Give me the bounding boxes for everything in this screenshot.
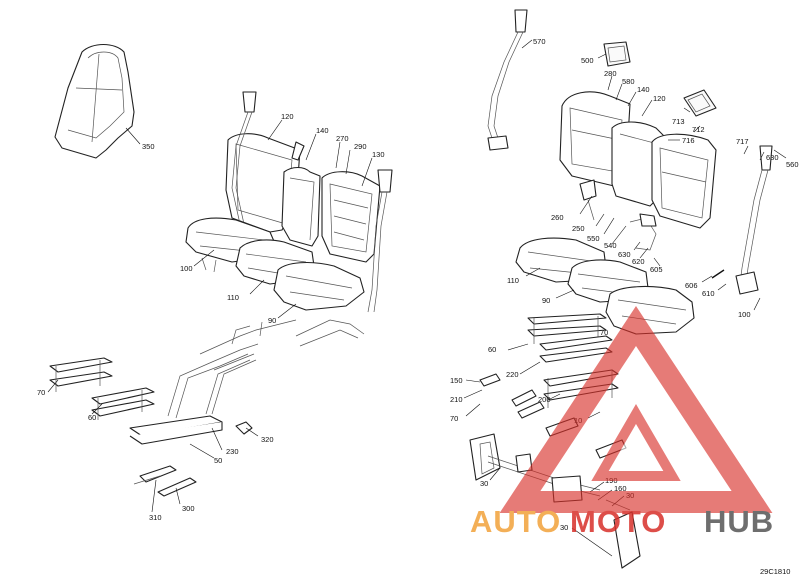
callout-712: 716 — [682, 136, 695, 145]
callout-290: 290 — [354, 142, 367, 151]
headrest-plate-712 — [683, 89, 717, 117]
callout-220: 150 — [450, 376, 463, 385]
belt-570 — [487, 9, 528, 151]
callout-630-b: 620 — [632, 257, 645, 266]
callout-320: 320 — [261, 435, 274, 444]
callout-610: 100 — [738, 310, 751, 319]
left-slide-rails — [49, 357, 155, 420]
latch-and-tube — [133, 465, 197, 497]
callout-717: 630 — [766, 153, 779, 162]
callout-620: 605 — [650, 265, 663, 274]
callout-70: 70 — [37, 388, 45, 397]
watermark-logo: AUTO MOTO HUB — [470, 306, 774, 539]
callout-570: 570 — [533, 37, 546, 46]
callout-716: 717 — [736, 137, 749, 146]
warning-triangle-icon — [499, 306, 773, 513]
callout-560: 260 — [551, 213, 564, 222]
callout-120-right-b: 712 — [692, 125, 705, 134]
callout-70-right: 60 — [488, 345, 496, 354]
callout-140-right: 120 — [653, 94, 666, 103]
belt-717 — [735, 145, 773, 295]
right-backrest — [559, 91, 717, 229]
bracket-320 — [235, 421, 253, 435]
callout-110: 110 — [227, 293, 239, 302]
left-backrest — [225, 133, 381, 263]
left-seat-cushions — [185, 217, 365, 311]
callout-540: 630 — [618, 250, 631, 259]
callout-630: 560 — [786, 160, 799, 169]
callout-605: 606 — [685, 281, 698, 290]
callout-130: 130 — [372, 150, 385, 159]
callout-60-right: 220 — [506, 370, 519, 379]
callout-90: 90 — [268, 316, 276, 325]
callout-230: 230 — [226, 447, 239, 456]
callout-120: 120 — [281, 112, 294, 121]
callout-70-right-b: 200 — [538, 395, 551, 404]
callout-260: 250 — [572, 224, 585, 233]
right-leader-lines — [463, 39, 787, 557]
callout-310: 310 — [149, 513, 162, 522]
watermark-hub: HUB — [704, 504, 774, 539]
buckle-560 — [579, 179, 597, 201]
high-back-cushion — [54, 43, 135, 159]
headrest-plate-500 — [603, 41, 631, 67]
rear-brace — [295, 319, 365, 347]
drawing-code: 29C1810 — [760, 567, 790, 576]
callout-350: 350 — [142, 142, 155, 151]
left-leader-lines — [47, 119, 373, 513]
callout-270: 270 — [336, 134, 349, 143]
watermark-moto: MOTO — [570, 504, 666, 539]
callout-60: 60 — [88, 413, 96, 422]
callout-250: 550 — [587, 234, 600, 243]
callout-100-right: 110 — [507, 276, 519, 285]
callout-280: 280 — [604, 69, 617, 78]
left-seat-belts — [231, 91, 393, 313]
callout-500: 500 — [581, 56, 594, 65]
callout-100: 100 — [180, 264, 193, 273]
callout-550: 540 — [604, 241, 617, 250]
callout-300: 300 — [182, 504, 195, 513]
callout-713: 713 — [672, 117, 685, 126]
callout-210: 70 — [450, 414, 458, 423]
callout-10: 30 — [480, 479, 488, 488]
callout-140: 140 — [316, 126, 329, 135]
left-base-frame — [129, 319, 297, 445]
callout-120-right: 580 — [622, 77, 635, 86]
callout-190: 160 — [614, 484, 627, 493]
callout-150: 210 — [450, 395, 463, 404]
watermark-auto: AUTO — [470, 504, 561, 539]
callout-30-b: 30 — [560, 523, 568, 532]
callout-90-right: 70 — [600, 328, 608, 337]
left-callout-labels: 350 120 140 270 290 130 100 110 90 70 60… — [37, 112, 385, 522]
callout-50: 50 — [214, 456, 222, 465]
callout-580: 140 — [637, 85, 650, 94]
callout-110-right: 90 — [542, 296, 550, 305]
callout-606: 610 — [702, 289, 715, 298]
